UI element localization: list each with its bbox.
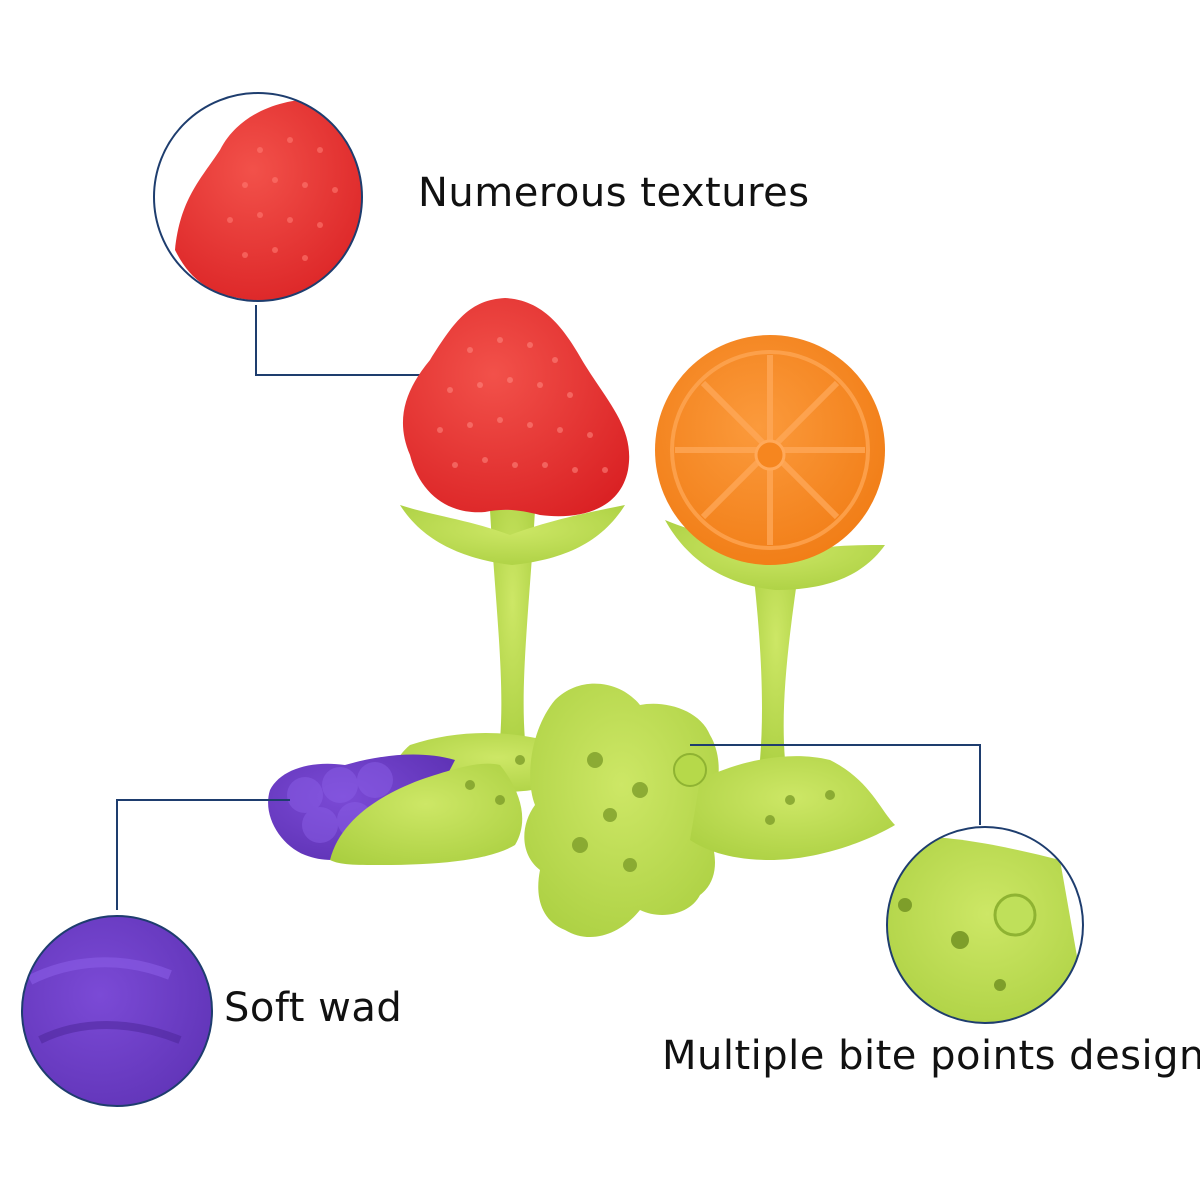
soft-wad-label: Soft wad	[224, 985, 403, 1031]
texture-zoom-circle	[153, 92, 363, 302]
bite-callout-line	[690, 744, 981, 825]
soft-zoom-circle	[21, 915, 213, 1107]
texture-callout-line	[255, 305, 470, 376]
soft-callout-line	[116, 799, 290, 910]
strawberry-teether	[400, 298, 630, 740]
bite-zoom-circle	[886, 826, 1084, 1024]
textures-label: Numerous textures	[418, 170, 810, 216]
orange-teether	[655, 335, 885, 760]
flower-teether-base	[465, 683, 895, 938]
bite-points-label: Multiple bite points design	[662, 1033, 1200, 1079]
